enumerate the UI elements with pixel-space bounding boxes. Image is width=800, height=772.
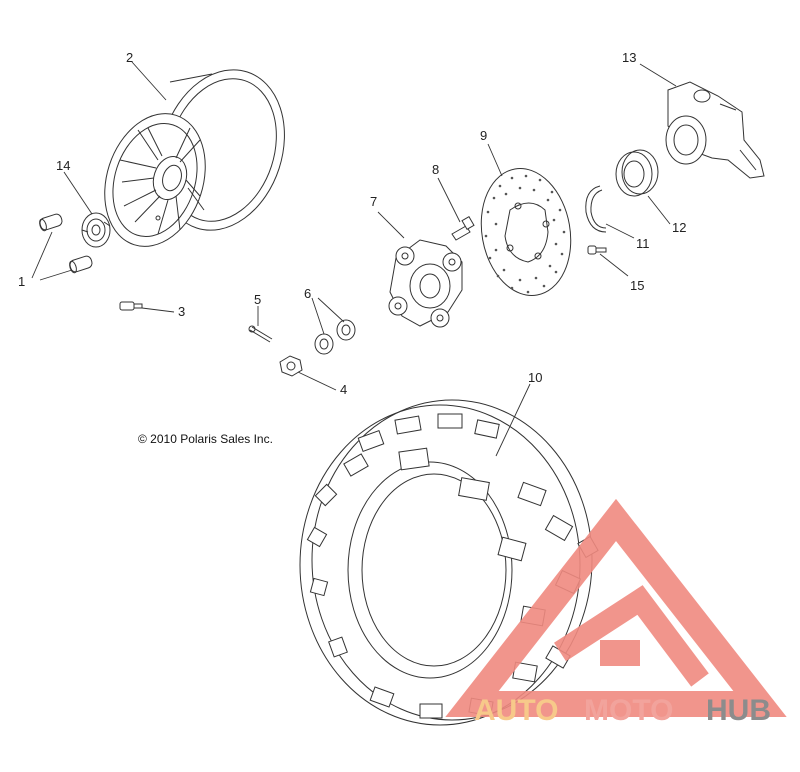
leader-lines [31, 61, 677, 457]
brake-disc [480, 168, 572, 296]
valve-stem [119, 301, 143, 311]
callout-14: 14 [56, 158, 70, 173]
callout-3: 3 [178, 304, 185, 319]
watermark-auto: AUTO [474, 694, 558, 727]
copyright-notice: © 2010 Polaris Sales Inc. [138, 432, 273, 446]
callout-9: 9 [480, 128, 487, 143]
callout-6: 6 [304, 286, 311, 301]
callout-2: 2 [126, 50, 133, 65]
snap-ring [585, 185, 607, 233]
watermark-hub: HUB [706, 694, 771, 727]
castle-nut [279, 355, 303, 377]
callout-12: 12 [672, 220, 686, 235]
watermark-logo [445, 498, 787, 717]
wheel-hub [388, 239, 463, 328]
callout-7: 7 [370, 194, 377, 209]
disc-vent-holes [484, 174, 566, 294]
wheel-studs [39, 213, 93, 274]
callout-numbers: 1 2 3 4 5 6 7 8 9 10 11 12 13 14 15 [18, 50, 686, 397]
watermark-text: AUTO MOTO HUB [474, 694, 771, 727]
caliper-screw [587, 245, 607, 255]
callout-13: 13 [622, 50, 636, 65]
callout-11: 11 [636, 236, 650, 251]
cotter-pin [248, 325, 273, 343]
callout-8: 8 [432, 162, 439, 177]
wheel-rim [104, 69, 285, 247]
tire [299, 399, 599, 726]
callout-10: 10 [528, 370, 542, 385]
knuckle-bearing [615, 149, 659, 197]
washers [314, 319, 356, 355]
steering-knuckle [665, 81, 765, 179]
callout-4: 4 [340, 382, 347, 397]
watermark-moto: MOTO [584, 694, 673, 727]
callout-1: 1 [18, 274, 25, 289]
wheel-bearing [81, 212, 111, 248]
hub-bolt [451, 215, 475, 241]
callout-15: 15 [630, 278, 644, 293]
callout-5: 5 [254, 292, 261, 307]
